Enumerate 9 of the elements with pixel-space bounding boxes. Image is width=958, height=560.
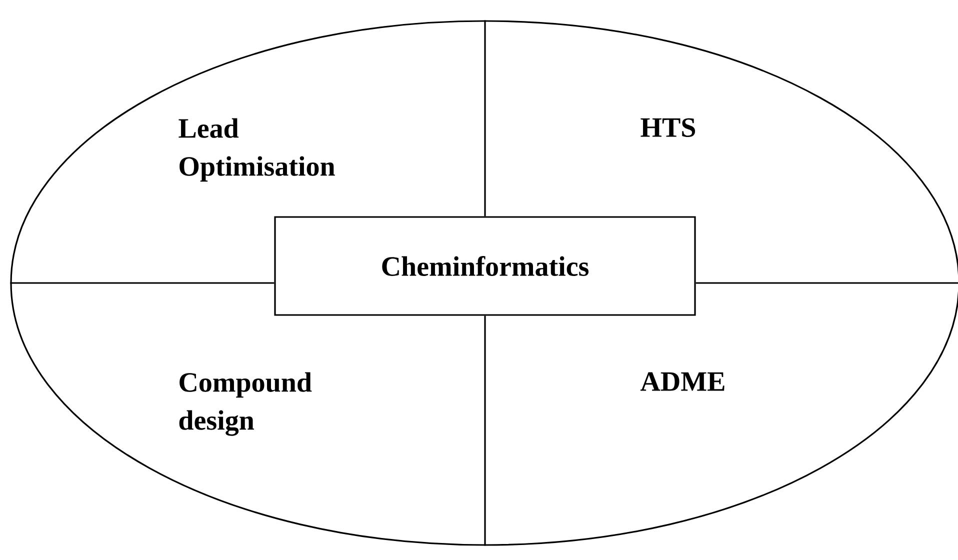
divider-line <box>484 316 486 546</box>
divider-line <box>484 20 486 216</box>
quadrant-label: Lead Optimisation <box>178 118 335 182</box>
quadrant-label: ADME <box>640 372 724 391</box>
quadrant-label: HTS <box>640 118 696 137</box>
quadrant-label: Compound design <box>179 372 312 436</box>
title-box: Cheminformatics <box>274 216 696 316</box>
divider-line <box>696 282 958 284</box>
divider-line <box>10 282 274 284</box>
